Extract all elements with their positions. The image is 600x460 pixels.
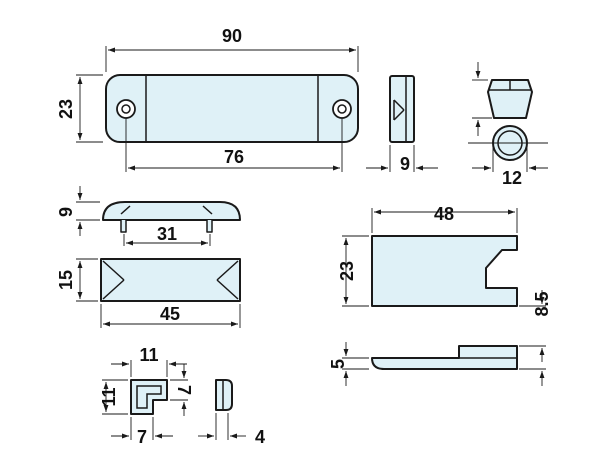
plate-height-label: 23: [56, 99, 76, 119]
tab-width-dimension: 4: [198, 413, 265, 447]
bracket-thickness-label: 5: [328, 359, 348, 369]
tab-width-label: 4: [255, 427, 265, 447]
pin-height-ticks: [472, 62, 492, 136]
bracket-height-dimension: 23: [337, 235, 369, 307]
cap-inner-dimension: 31: [123, 224, 211, 246]
corner-view: [130, 379, 168, 415]
corner-width-label: 11: [139, 345, 158, 365]
plate-height-dimension: 23: [56, 74, 103, 143]
pin-side-view: [487, 79, 533, 119]
bracket-length-label: 48: [434, 204, 454, 224]
tab-view: [215, 379, 233, 411]
bracket-length-dimension: 48: [371, 204, 518, 233]
plate-length-dimension: 90: [105, 26, 359, 72]
bracket-right-ticks: [519, 368, 546, 386]
corner-leg-height-label: 7: [174, 385, 194, 395]
corner-leg-height-dimension: 7: [170, 364, 194, 416]
block-height-dimension: 15: [56, 258, 98, 302]
round-width-label: 12: [502, 168, 522, 188]
pin-top-view: [468, 125, 548, 161]
block-view: [100, 258, 241, 302]
cap-height-label: 9: [56, 207, 76, 217]
corner-leg-width-label: 7: [137, 427, 147, 447]
plate-side-view: [389, 75, 415, 143]
corner-height-dimension: 11: [99, 379, 128, 415]
cap-inner-label: 31: [157, 224, 177, 244]
plate-length-label: 90: [222, 26, 242, 46]
bracket-height-label: 23: [337, 261, 357, 281]
block-length-label: 45: [160, 304, 180, 324]
bracket-side-offset-label: 8.5: [532, 291, 552, 316]
plate-hole-spacing-label: 76: [224, 147, 244, 167]
corner-height-label: 11: [99, 387, 119, 406]
corner-leg-width-dimension: 7: [111, 417, 173, 447]
plate-top-view: [105, 74, 359, 143]
block-height-label: 15: [56, 270, 76, 290]
block-length-dimension: 45: [100, 304, 241, 328]
round-width-dimension: 12: [472, 146, 548, 188]
bracket-side-view: [371, 345, 518, 370]
plate-hole-spacing-dimension: 76: [125, 118, 343, 172]
corner-width-dimension: 11: [111, 345, 187, 377]
cap-side-view: [102, 201, 241, 233]
plate-side-width-dimension: 9: [366, 145, 438, 174]
bracket-view: [371, 235, 518, 307]
bracket-thickness-dimension: 5: [328, 342, 369, 386]
bracket-side-offset-dimension: 8.5: [519, 290, 552, 362]
plate-side-width-label: 9: [400, 154, 410, 174]
cap-height-dimension: 9: [56, 186, 100, 236]
